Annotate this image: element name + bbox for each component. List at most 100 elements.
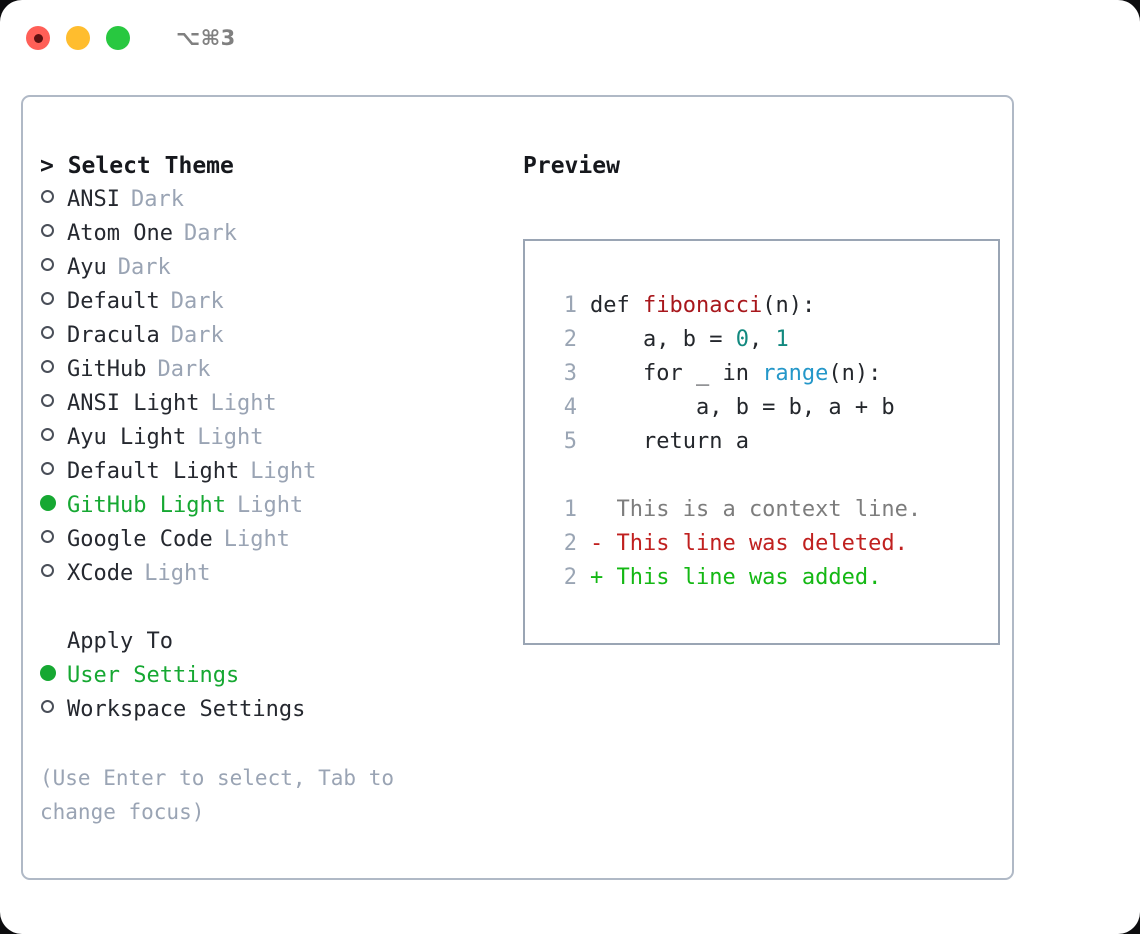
code-token: (n): [828, 361, 882, 386]
code-diff-spacer [547, 459, 998, 493]
theme-option-default[interactable]: Default Dark [40, 285, 503, 319]
radio-unselected-icon [41, 428, 54, 441]
close-icon [33, 33, 43, 43]
radio-unselected-icon [41, 326, 54, 339]
select-theme-heading: > Select Theme [40, 153, 234, 179]
diff-line-content: This is a context line. [590, 497, 922, 522]
radio-unselected-icon [41, 360, 54, 373]
diff-line-content: + This line was added. [590, 565, 882, 590]
code-token: 0 [735, 327, 749, 352]
keyboard-shortcut-label: ⌥⌘3 [176, 26, 236, 50]
code-token: 1 [775, 327, 789, 352]
theme-option-default-light[interactable]: Default Light Light [40, 455, 503, 489]
code-line-content: a, b = b, a + b [590, 391, 895, 425]
section-spacer [40, 591, 503, 625]
theme-option-variant: Light [250, 459, 317, 484]
radio-unselected-icon [41, 700, 54, 713]
diff-line-add: 2 + This line was added. [547, 561, 998, 595]
theme-option-variant: Dark [170, 289, 224, 314]
theme-option-variant: Dark [170, 323, 224, 348]
diff-sample: 1 This is a context line. 2 - This line wa… [547, 493, 998, 595]
theme-option-label: XCode [67, 561, 134, 586]
line-number: 1 [563, 497, 577, 522]
radio-selected-icon [40, 495, 56, 511]
code-line: 1 def fibonacci(n): [547, 289, 998, 323]
radio-unselected-icon [41, 224, 54, 237]
diff-line-ctx: 1 This is a context line. [547, 493, 998, 527]
theme-option-label: Ayu Light [67, 425, 187, 450]
theme-option-xcode[interactable]: XCode Light [40, 557, 503, 591]
theme-option-google-code[interactable]: Google Code Light [40, 523, 503, 557]
preview-heading: Preview [523, 153, 620, 179]
theme-option-label: ANSI [67, 187, 120, 212]
code-token: , [748, 327, 776, 352]
theme-option-variant: Dark [117, 255, 171, 280]
line-number: 3 [563, 361, 577, 386]
radio-selected-icon [40, 665, 56, 681]
theme-option-variant: Dark [157, 357, 211, 382]
code-token: def [590, 293, 643, 318]
code-token: fibonacci [642, 293, 763, 318]
theme-option-ansi[interactable]: ANSI Dark [40, 183, 503, 217]
line-number: 2 [563, 327, 577, 352]
apply-to-heading: Apply To [67, 629, 173, 654]
diff-line-del: 2 - This line was deleted. [547, 527, 998, 561]
keyboard-hint-text: (Use Enter to select, Tab to change focu… [40, 766, 395, 824]
radio-unselected-icon [41, 292, 54, 305]
close-window-button[interactable] [26, 26, 50, 50]
theme-option-variant: Light [210, 391, 277, 416]
theme-option-variant: Light [223, 527, 290, 552]
theme-option-label: Default Light [67, 459, 240, 484]
radio-unselected-icon [41, 462, 54, 475]
diff-line-content: - This line was deleted. [590, 531, 908, 556]
minimize-window-button[interactable] [66, 26, 90, 50]
code-line: 5 return a [547, 425, 998, 459]
radio-unselected-icon [41, 530, 54, 543]
theme-option-label: Atom One [67, 221, 173, 246]
line-number: 5 [563, 429, 577, 454]
apply-option-user-settings[interactable]: User Settings [40, 659, 503, 693]
apply-option-label: Workspace Settings [67, 697, 306, 722]
line-number: 1 [563, 293, 577, 318]
code-token: for _ in [590, 361, 763, 386]
line-number: 4 [563, 395, 577, 420]
code-line: 2 a, b = 0, 1 [547, 323, 998, 357]
theme-option-label: Default [67, 289, 160, 314]
maximize-window-button[interactable] [106, 26, 130, 50]
line-number: 2 [563, 565, 577, 590]
code-token: a, b = [590, 327, 736, 352]
radio-unselected-icon [41, 190, 54, 203]
code-token: range [762, 361, 829, 386]
title-bar: ⌥⌘3 [0, 0, 1140, 76]
line-number: 2 [563, 531, 577, 556]
theme-option-variant: Dark [130, 187, 184, 212]
theme-option-label: Google Code [67, 527, 213, 552]
radio-unselected-icon [41, 394, 54, 407]
theme-option-dracula[interactable]: Dracula Dark [40, 319, 503, 353]
code-token: a, b = b, a + b [590, 395, 895, 420]
code-line: 4 a, b = b, a + b [547, 391, 998, 425]
theme-option-variant: Light [144, 561, 211, 586]
radio-unselected-icon [41, 564, 54, 577]
theme-option-ayu[interactable]: Ayu Dark [40, 251, 503, 285]
code-line: 3 for _ in range(n): [547, 357, 998, 391]
theme-option-label: GitHub Light [67, 493, 226, 518]
code-token: (n): [762, 293, 816, 318]
theme-option-label: Dracula [67, 323, 160, 348]
radio-unselected-icon [41, 258, 54, 271]
apply-to-heading-row: Apply To [40, 625, 503, 659]
theme-option-label: Ayu [67, 255, 107, 280]
apply-option-workspace-settings[interactable]: Workspace Settings [40, 693, 503, 727]
